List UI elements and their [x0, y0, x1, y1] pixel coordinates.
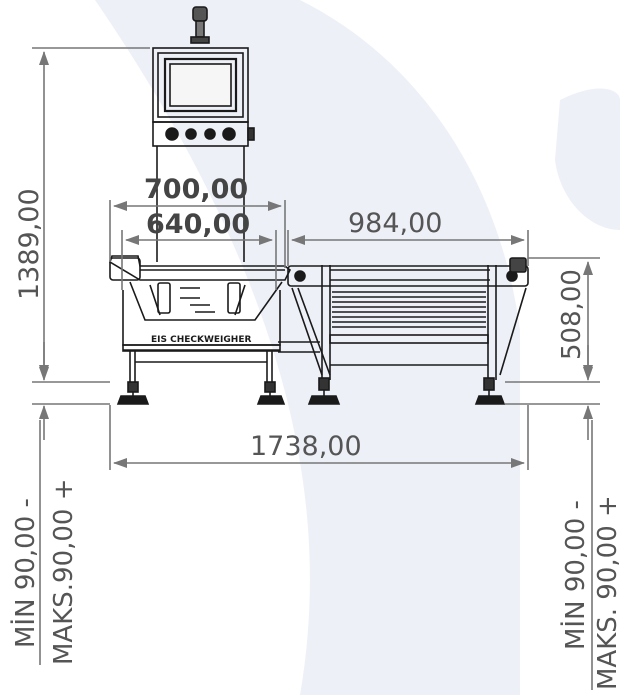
dimension-lines [32, 47, 600, 690]
dim-right-foot-max: MAKS. 90,00 + [593, 495, 620, 690]
dim-frame-outer: 700,00 [144, 174, 248, 205]
weighing-section [109, 255, 292, 405]
dim-frame-inner: 640,00 [146, 209, 250, 240]
reject-conveyor [278, 257, 529, 405]
dim-conveyor-length: 984,00 [348, 208, 442, 239]
checkweigher-machine [109, 6, 529, 405]
dim-conveyor-height: 508,00 [557, 269, 587, 360]
dim-right-foot-min: MİN 90,00 - [559, 500, 591, 650]
dim-total-length: 1738,00 [250, 431, 362, 462]
background-watermark [95, 0, 620, 695]
machine-label: EIS CHECKWEIGHER [151, 335, 251, 345]
dim-left-foot-max: MAKS.90,00 + [49, 478, 79, 665]
dim-left-foot-min: MİN 90,00 - [9, 498, 41, 648]
conveyor-rollers [332, 291, 486, 328]
control-cabinet [152, 47, 255, 262]
signal-tower-icon [190, 6, 210, 44]
dim-total-height: 1389,00 [14, 188, 45, 300]
